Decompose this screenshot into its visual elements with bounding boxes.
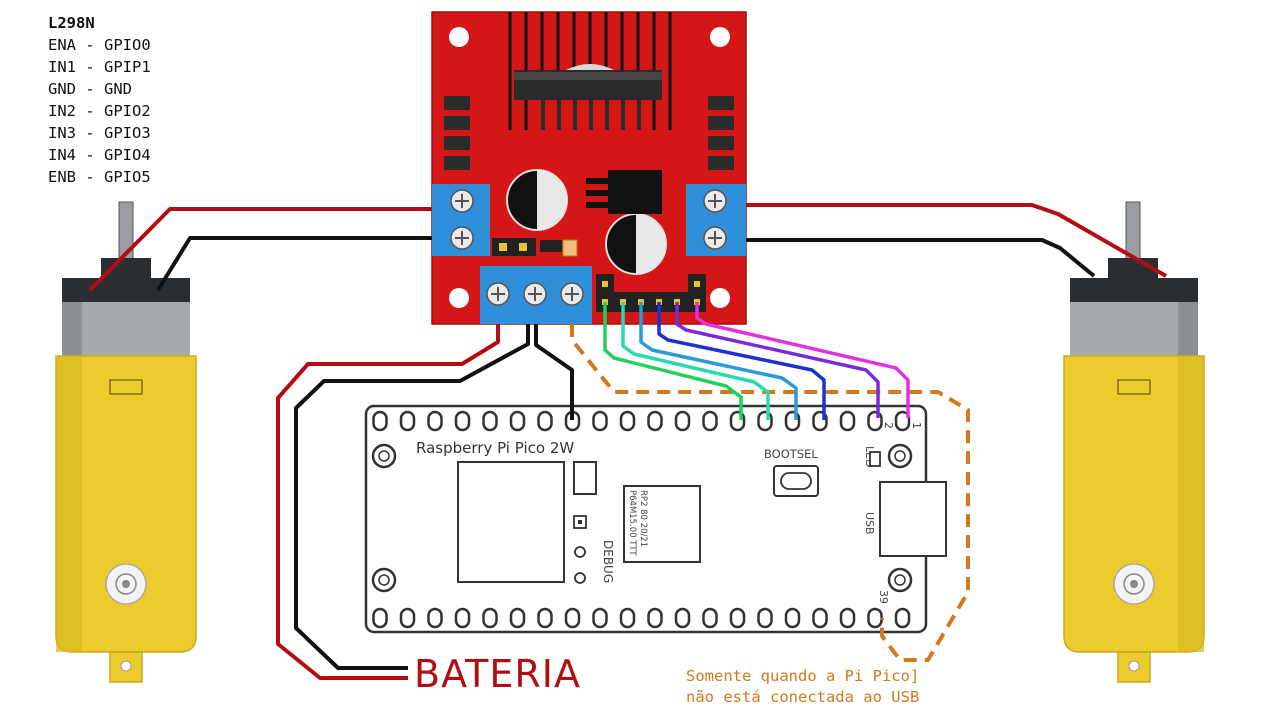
pico-pin-pad [702,607,718,629]
motor-wires [88,203,1167,292]
signal-wire-enb [695,302,910,418]
pico-pin-pad [702,410,718,432]
pico-pin-pad [399,607,416,629]
pico-pin-pad [454,410,471,432]
pico-pin-pad [372,410,388,432]
debug-label: DEBUG [601,540,615,583]
chip-line2: P64M15.00 TTT [627,490,637,556]
battery-label: BATERIA [414,652,581,696]
pico-pin-pad [784,607,801,629]
bootsel-label: BOOTSEL [764,447,818,461]
usb-label: USB [863,512,876,535]
pico-pin-pad [812,607,828,629]
pico-pin-pad [757,607,773,629]
legend-item: ENB - GPIO5 [48,168,151,186]
pico-pin-pad [647,607,663,629]
pico-pin-pad [537,410,553,432]
pico-bottom-pin-row [372,607,911,629]
legend-item: GND - GND [48,80,132,98]
pico-pin-pad [894,410,911,432]
pico-pin-pad [372,607,388,629]
signal-wire-in3 [657,302,826,420]
legend-item: IN1 - GPIP1 [48,58,151,76]
legend-header: L298N [48,14,95,32]
pico-pin-pad [509,410,526,432]
pin-number-2: 2 [882,422,895,429]
pico-pin-pad [592,607,608,629]
pico-pin-pad [537,607,553,629]
legend-item: IN4 - GPIO4 [48,146,151,164]
pico-pin-pad [509,607,526,629]
pico-pin-pad [674,607,691,629]
pico-pin-pad [647,410,663,432]
pico-pin-pad [894,607,911,629]
pico-pin-pad [592,410,608,432]
pico-pin-pad [454,607,471,629]
right-smd-components [708,96,734,170]
usb-note: Somente quando a Pi Pico] não está conec… [686,666,919,708]
signal-wire-in2 [639,302,798,420]
l298n-board [431,11,747,325]
pin-number-39: 39 [877,590,890,604]
pico-pin-pad [729,607,746,629]
pico-pin-pad [427,607,443,629]
pico-pin-pad [619,410,636,432]
battery-wires [276,324,574,680]
legend-item: IN2 - GPIO2 [48,102,151,120]
pico-pin-pad [839,410,856,432]
signal-wires [603,302,910,420]
pico-pin-pad [482,607,498,629]
vsys-dashed-wire [570,324,970,662]
signal-wire-in1 [621,302,770,420]
pico-board: Raspberry Pi Pico 2W DEBUG RP2 80 20/21 … [364,404,947,634]
signal-wire-in4 [675,302,880,418]
pico-pin-pad [399,410,416,432]
pico-pin-pad [564,607,581,629]
pico-board-label: Raspberry Pi Pico 2W [416,439,574,457]
chip-line1: RP2 80 20/21 [638,490,648,547]
pico-pin-pad [674,410,691,432]
usb-note-line2: não está conectada ao USB [686,688,920,706]
heatsink-fins [508,12,672,130]
pico-pin-pad [867,607,883,629]
usb-note-line1: Somente quando a Pi Pico] [686,667,920,685]
left-motor [55,201,197,683]
legend-item: IN3 - GPIO3 [48,124,151,142]
pin-number-1: 1 [910,422,923,429]
pico-pin-pad [619,607,636,629]
pico-pin-pad [482,410,498,432]
chip-legs [541,100,641,130]
signal-wire-ena [603,302,743,420]
legend-item: ENA - GPIO0 [48,36,151,54]
right-motor [1063,201,1205,683]
pin-legend: L298N ENA - GPIO0 IN1 - GPIP1 GND - GND … [48,12,151,188]
left-smd-components [444,96,470,170]
pico-pin-pad [839,607,856,629]
pico-pin-pad [427,410,443,432]
